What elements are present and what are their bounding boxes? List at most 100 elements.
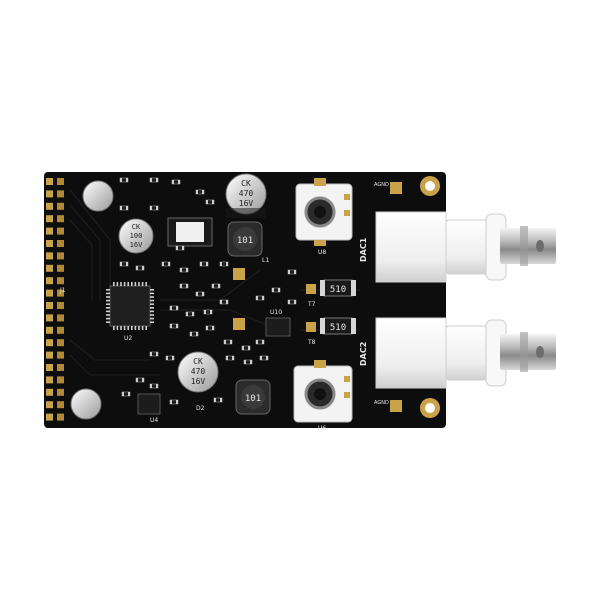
header-pin [57,215,64,223]
header-pin [46,376,53,384]
smd-terminal [120,178,122,182]
smd-terminal [230,340,232,344]
smd-terminal [206,200,208,204]
ic-pin [131,282,133,286]
smd-terminal [226,262,228,266]
electrolytic-cap-small-bottom [70,388,102,420]
ic-pin [138,282,140,286]
trim-potentiometer-2 [293,360,353,423]
smd-terminal [136,378,138,382]
header-pin [57,202,64,210]
header-pin [46,240,53,247]
header-pin [46,277,53,285]
cap1-line1: CK [241,179,251,188]
ic-pin [141,326,144,330]
ic-pin [127,282,129,286]
agnd-pads: AGND AGND [374,182,402,412]
ic-pin [106,310,110,313]
header-pin [57,351,64,359]
smd-terminal [180,284,182,288]
smd-terminal [250,360,252,364]
smd-terminal [176,400,178,404]
smd-terminal [202,292,204,296]
smd-terminal [176,324,178,328]
smd-terminal [294,270,296,274]
resistor-510-bottom: 510 [320,317,356,335]
ic-pin [120,282,122,286]
header-pin [57,364,64,371]
cap2-line2: 100 [130,232,143,240]
ic-pin [150,307,154,309]
smd-terminal [142,378,144,382]
header-pin [46,178,53,185]
smd-terminal [176,306,178,310]
ic-pin [106,307,110,309]
smd-terminal [196,332,198,336]
smd-terminal [162,262,164,266]
smd-terminal [120,206,122,210]
smd-terminal [196,190,198,194]
smd-terminal [172,356,174,360]
smd-terminal [278,288,280,292]
bnc-connector-dac1 [375,211,556,283]
smd-terminal [168,262,170,266]
agnd-label-top: AGND [374,182,389,188]
smd-terminal [262,296,264,300]
header-pin [57,376,64,384]
electrolytic-cap-470-top: CK 470 16V [225,173,267,218]
electrolytic-cap-small-top [82,180,114,212]
pin-header-j1 [46,178,64,421]
ref-l1: L1 [262,257,269,264]
header-pin [57,289,64,297]
header-pin [46,388,53,396]
ic-pin [150,314,154,316]
ic-pin [150,289,154,291]
ic-pin [106,314,110,316]
ic-pin [106,303,110,305]
header-pin [57,227,64,235]
smd-terminal [150,384,152,388]
header-pin [46,413,53,421]
smd-terminal [248,346,250,350]
ic-pin [123,326,126,330]
smd-terminal [260,356,262,360]
smd-terminal [220,300,222,304]
smd-terminal [142,266,144,270]
smd-terminal [256,340,258,344]
main-ic-qfp [106,282,154,330]
trim-potentiometer-1 [295,178,353,246]
ic-pin [106,289,110,291]
smd-terminal [172,180,174,184]
header-pin [46,364,53,371]
smd-terminal [220,398,222,402]
smd-terminal [206,326,208,330]
header-pin [46,215,53,223]
smd-terminal [220,262,222,266]
smd-terminal [256,296,258,300]
header-pin [46,351,53,359]
inductor-101-bottom: 101 [235,379,271,415]
ref-t7: T7 [307,301,316,308]
header-pin [57,339,64,347]
ref-u6: U6 [318,425,326,432]
cap3-line2: 470 [191,367,206,376]
header-pin [46,401,53,409]
smd-terminal [170,324,172,328]
ic-pin [131,326,133,330]
voltage-regulator [167,217,213,247]
header-pin [57,178,64,185]
ic-pin [113,326,115,330]
ref-j1: J1 [59,287,66,294]
smd-terminal [186,284,188,288]
smd-passives [119,177,297,405]
ic-pin [150,310,154,313]
ref-u10: U10 [270,309,282,316]
resistor-510-top: 510 [320,279,356,297]
smd-terminal [214,398,216,402]
smd-terminal [136,266,138,270]
header-pin [57,401,64,409]
smd-terminal [182,246,184,250]
smd-terminal [272,288,274,292]
smd-terminal [266,356,268,360]
